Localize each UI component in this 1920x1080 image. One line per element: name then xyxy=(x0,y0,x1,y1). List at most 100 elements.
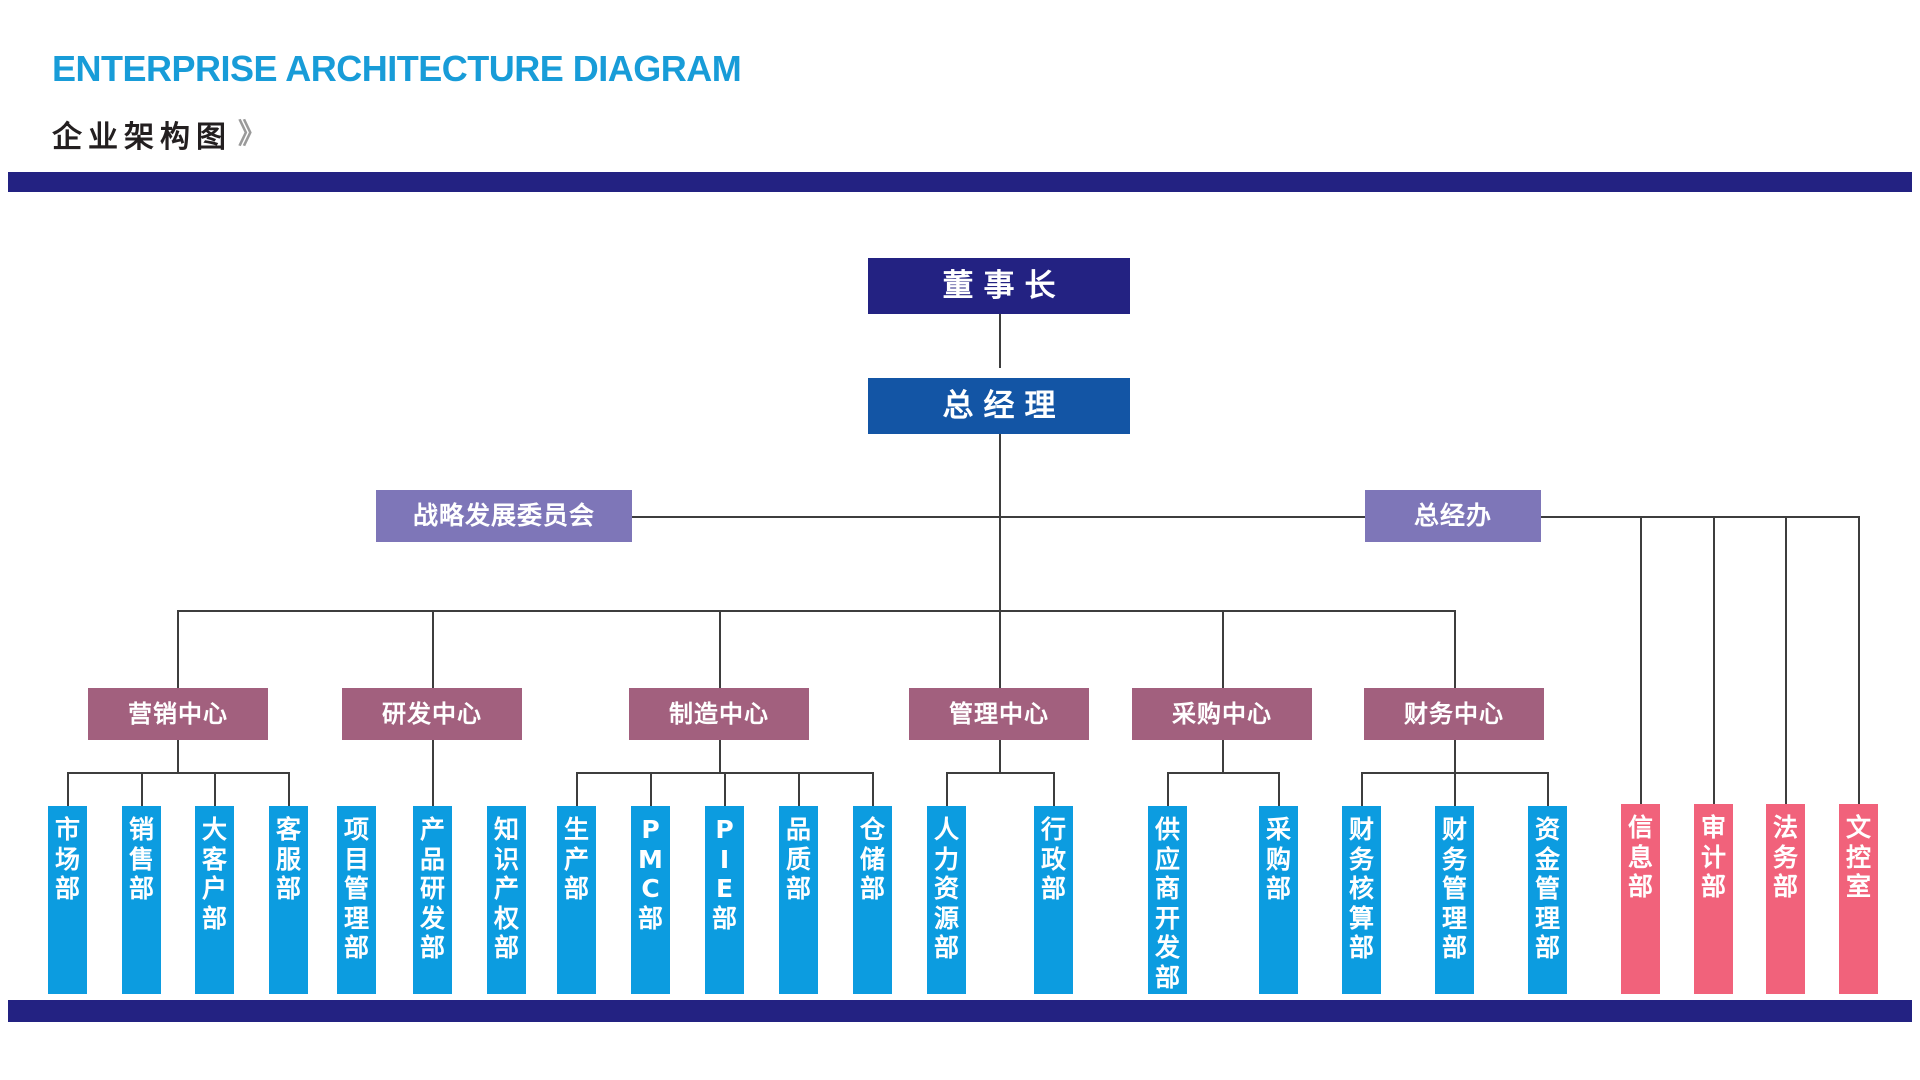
node-marketing-center[interactable]: 营销中心 xyxy=(88,688,268,740)
node-production-dept-label: 生产部 xyxy=(563,815,589,903)
node-procurement-center[interactable]: 采购中心 xyxy=(1132,688,1312,740)
node-admin-dept-label: 行政部 xyxy=(1040,815,1066,903)
page-title-chinese: 企业架构图 xyxy=(52,120,232,155)
connector-drop-fund-management-dept xyxy=(1547,772,1549,806)
connector-drop-key-account-dept xyxy=(214,772,216,806)
node-doc-control-office-label: 文控室 xyxy=(1845,813,1871,901)
connector-drop-financial-accounting-dept xyxy=(1361,772,1363,806)
connector-drop-doc-control-office xyxy=(1858,516,1860,804)
node-financial-accounting-dept[interactable]: 财务核算部 xyxy=(1342,806,1381,994)
node-financial-management-dept[interactable]: 财务管理部 xyxy=(1435,806,1474,994)
node-key-account-dept[interactable]: 大客户部 xyxy=(195,806,234,994)
connector-drop-financial-management-dept xyxy=(1454,772,1456,806)
node-sales-dept-label: 销售部 xyxy=(128,815,154,903)
connector-drop-manufacturing-center xyxy=(719,610,721,688)
connector-drop-purchasing-dept xyxy=(1278,772,1280,806)
node-warehouse-dept[interactable]: 仓储部 xyxy=(853,806,892,994)
node-sales-dept[interactable]: 销售部 xyxy=(122,806,161,994)
connector-drop-warehouse-dept xyxy=(872,772,874,806)
connector-drop-market-dept xyxy=(67,772,69,806)
page-title-english: ENTERPRISE ARCHITECTURE DIAGRAM xyxy=(52,48,742,89)
connector-drop-rd-center xyxy=(432,610,434,688)
connector-rd-stem xyxy=(432,738,434,806)
node-finance-center-label: 财务中心 xyxy=(1404,699,1504,728)
header-divider-bar xyxy=(8,172,1912,192)
connector-management-bus xyxy=(946,772,1053,774)
node-marketing-center-label: 营销中心 xyxy=(128,699,228,728)
node-hr-dept-label: 人力资源部 xyxy=(933,815,959,962)
connector-procurement-stem xyxy=(1222,738,1224,772)
connector-drop-info-dept xyxy=(1640,516,1642,804)
node-purchasing-dept-label: 采购部 xyxy=(1265,815,1291,903)
node-gm-office[interactable]: 总经办 xyxy=(1365,490,1541,542)
node-customer-service-dept-label: 客服部 xyxy=(275,815,301,903)
node-production-dept[interactable]: 生产部 xyxy=(557,806,596,994)
connector-drop-hr-dept xyxy=(946,772,948,806)
node-ip-dept[interactable]: 知识产权部 xyxy=(487,806,526,994)
node-info-dept[interactable]: 信息部 xyxy=(1621,804,1660,994)
connector-trunk-to-gm-office xyxy=(999,516,1366,518)
connector-drop-customer-service-dept xyxy=(288,772,290,806)
node-purchasing-dept[interactable]: 采购部 xyxy=(1259,806,1298,994)
node-project-management-dept[interactable]: 项目管理部 xyxy=(337,806,376,994)
node-general-manager[interactable]: 总经理 xyxy=(868,378,1130,434)
node-chairman[interactable]: 董事长 xyxy=(868,258,1130,314)
connector-drop-production-dept xyxy=(576,772,578,806)
node-hr-dept[interactable]: 人力资源部 xyxy=(927,806,966,994)
connector-drop-supplier-development-dept xyxy=(1167,772,1169,806)
connector-drop-pmc-dept xyxy=(650,772,652,806)
connector-marketing-stem xyxy=(177,738,179,772)
node-product-rd-dept-label: 产品研发部 xyxy=(419,815,445,962)
node-manufacturing-center-label: 制造中心 xyxy=(669,699,769,728)
node-market-dept[interactable]: 市场部 xyxy=(48,806,87,994)
connector-marketing-bus xyxy=(67,772,289,774)
node-strategy-committee[interactable]: 战略发展委员会 xyxy=(376,490,632,542)
connector-chairman-to-gm xyxy=(999,312,1001,368)
node-strategy-committee-label: 战略发展委员会 xyxy=(412,501,595,530)
node-legal-dept-label: 法务部 xyxy=(1772,813,1798,901)
node-ip-dept-label: 知识产权部 xyxy=(493,815,519,962)
node-rd-center[interactable]: 研发中心 xyxy=(342,688,522,740)
footer-divider-bar xyxy=(8,1000,1912,1022)
node-financial-accounting-dept-label: 财务核算部 xyxy=(1348,815,1374,962)
node-manufacturing-center[interactable]: 制造中心 xyxy=(629,688,809,740)
node-audit-dept[interactable]: 审计部 xyxy=(1694,804,1733,994)
node-customer-service-dept[interactable]: 客服部 xyxy=(269,806,308,994)
node-chairman-label: 董事长 xyxy=(942,267,1066,304)
connector-drop-quality-dept xyxy=(798,772,800,806)
node-warehouse-dept-label: 仓储部 xyxy=(859,815,885,903)
node-general-manager-label: 总经理 xyxy=(942,387,1066,424)
connector-drop-audit-dept xyxy=(1713,516,1715,804)
node-doc-control-office[interactable]: 文控室 xyxy=(1839,804,1878,994)
connector-trunk-to-strategy-committee xyxy=(631,516,1000,518)
connector-gm-trunk xyxy=(999,432,1001,612)
node-quality-dept-label: 品质部 xyxy=(785,815,811,903)
connector-management-stem xyxy=(999,738,1001,772)
node-product-rd-dept[interactable]: 产品研发部 xyxy=(413,806,452,994)
node-fund-management-dept[interactable]: 资金管理部 xyxy=(1528,806,1567,994)
node-management-center-label: 管理中心 xyxy=(949,699,1049,728)
node-project-management-dept-label: 项目管理部 xyxy=(343,815,369,962)
node-admin-dept[interactable]: 行政部 xyxy=(1034,806,1073,994)
connector-drop-management-center xyxy=(999,610,1001,688)
node-info-dept-label: 信息部 xyxy=(1627,813,1653,901)
connector-drop-legal-dept xyxy=(1785,516,1787,804)
node-supplier-development-dept[interactable]: 供应商开发部 xyxy=(1148,806,1187,994)
page-title-chinese-wrap: 企业架构图 》 xyxy=(52,112,266,156)
node-finance-center[interactable]: 财务中心 xyxy=(1364,688,1544,740)
connector-drop-marketing-center xyxy=(177,610,179,688)
connector-drop-sales-dept xyxy=(141,772,143,806)
node-legal-dept[interactable]: 法务部 xyxy=(1766,804,1805,994)
connector-drop-procurement-center xyxy=(1222,610,1224,688)
node-management-center[interactable]: 管理中心 xyxy=(909,688,1089,740)
node-gm-office-label: 总经办 xyxy=(1413,501,1492,530)
node-rd-center-label: 研发中心 xyxy=(382,699,482,728)
connector-manufacturing-stem xyxy=(719,738,721,772)
node-quality-dept[interactable]: 品质部 xyxy=(779,806,818,994)
chevron-right-icon: 》 xyxy=(238,118,266,149)
connector-drop-pie-dept xyxy=(724,772,726,806)
node-supplier-development-dept-label: 供应商开发部 xyxy=(1154,815,1180,992)
